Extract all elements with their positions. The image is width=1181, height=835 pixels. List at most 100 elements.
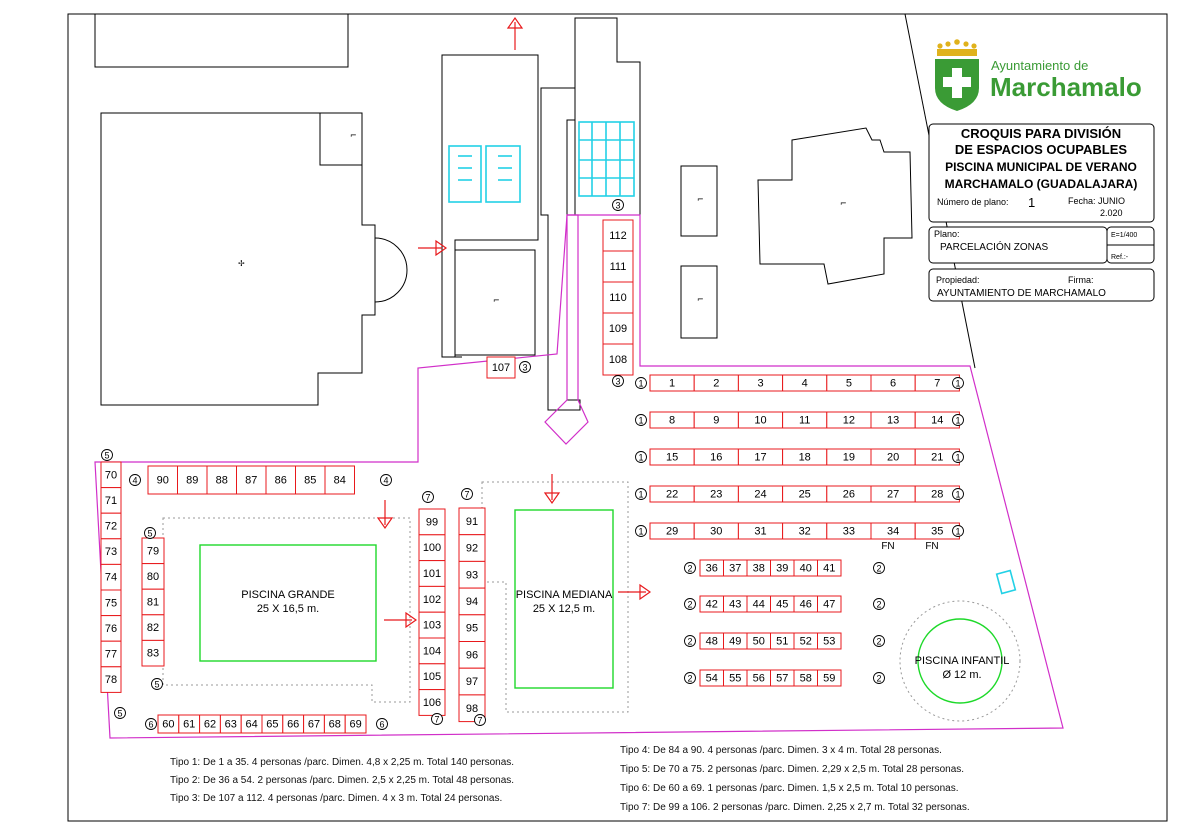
parcel-plot[interactable]: 32 <box>782 522 828 540</box>
parcel-plot[interactable]: 99 <box>418 508 446 536</box>
parcel-plot[interactable]: 111 <box>602 250 634 283</box>
parcel-plot[interactable]: 5 <box>826 374 872 392</box>
parcel-plot[interactable]: 24 <box>737 485 784 503</box>
parcel-plot[interactable]: 20 <box>870 448 916 466</box>
parcel-plot[interactable]: 49 <box>723 632 748 650</box>
parcel-plot[interactable]: 27 <box>870 485 916 503</box>
parcel-plot[interactable]: 102 <box>418 585 446 613</box>
parcel-plot[interactable]: 92 <box>458 534 486 562</box>
parcel-plot[interactable]: 22 <box>649 485 695 503</box>
parcel-plot[interactable]: 54 <box>699 669 724 687</box>
parcel-plot[interactable]: 112 <box>602 219 634 252</box>
parcel-plot[interactable]: 8 <box>649 411 695 429</box>
parcel-plot[interactable]: 47 <box>817 595 842 613</box>
parcel-plot[interactable]: 53 <box>817 632 842 650</box>
parcel-plot[interactable]: 39 <box>770 559 795 577</box>
parcel-plot[interactable]: 57 <box>770 669 795 687</box>
parcel-plot[interactable]: 93 <box>458 560 486 589</box>
parcel-plot[interactable]: 10 <box>737 411 784 429</box>
parcel-plot[interactable]: 11 <box>782 411 828 429</box>
parcel-plot[interactable]: 83 <box>141 639 165 667</box>
parcel-plot[interactable]: 109 <box>602 312 634 345</box>
parcel-plot[interactable]: 56 <box>746 669 771 687</box>
parcel-plot[interactable]: 26 <box>826 485 872 503</box>
parcel-plot[interactable]: 42 <box>699 595 724 613</box>
parcel-plot[interactable]: 34 <box>870 522 916 540</box>
parcel-plot[interactable]: 96 <box>458 641 486 669</box>
parcel-plot[interactable]: 28 <box>914 485 960 503</box>
parcel-plot[interactable]: 72 <box>100 512 122 540</box>
parcel-plot[interactable]: 52 <box>793 632 818 650</box>
parcel-plot[interactable]: 46 <box>793 595 818 613</box>
parcel-plot[interactable]: 87 <box>236 465 267 495</box>
parcel-plot[interactable]: 6 <box>870 374 916 392</box>
parcel-plot[interactable]: 14 <box>914 411 960 429</box>
parcel-plot[interactable]: 18 <box>782 448 828 466</box>
parcel-plot[interactable]: 77 <box>100 640 122 668</box>
parcel-plot[interactable]: 95 <box>458 614 486 642</box>
parcel-plot[interactable]: 17 <box>737 448 784 466</box>
parcel-plot[interactable]: 21 <box>914 448 960 466</box>
parcel-plot[interactable]: 12 <box>826 411 872 429</box>
parcel-plot[interactable]: 41 <box>817 559 842 577</box>
parcel-plot[interactable]: 81 <box>141 588 165 616</box>
parcel-plot[interactable]: 38 <box>746 559 771 577</box>
parcel-plot[interactable]: 45 <box>770 595 795 613</box>
parcel-plot[interactable]: 55 <box>723 669 748 687</box>
parcel-plot[interactable]: 66 <box>282 714 305 734</box>
parcel-plot[interactable]: 106 <box>418 689 446 716</box>
parcel-plot[interactable]: 2 <box>693 374 739 392</box>
parcel-plot[interactable]: 101 <box>418 560 446 587</box>
parcel-plot[interactable]: 76 <box>100 615 122 642</box>
parcel-plot[interactable]: 85 <box>295 465 326 495</box>
parcel-plot[interactable]: 15 <box>649 448 695 466</box>
parcel-plot[interactable]: 58 <box>793 669 818 687</box>
parcel-plot[interactable]: 16 <box>693 448 739 466</box>
parcel-plot[interactable]: 84 <box>324 465 355 495</box>
parcel-plot[interactable]: 79 <box>141 537 165 565</box>
parcel-plot[interactable]: 108 <box>602 343 634 376</box>
parcel-plot[interactable]: 86 <box>265 465 296 495</box>
parcel-plot[interactable]: 35 <box>914 522 960 540</box>
parcel-plot[interactable]: 97 <box>458 667 486 696</box>
parcel-plot[interactable]: 89 <box>177 465 208 495</box>
parcel-plot[interactable]: 25 <box>782 485 828 503</box>
parcel-plot[interactable]: 105 <box>418 663 446 691</box>
parcel-plot[interactable]: 103 <box>418 611 446 639</box>
parcel-plot[interactable]: 30 <box>693 522 739 540</box>
parcel-plot[interactable]: 48 <box>699 632 724 650</box>
parcel-plot[interactable]: 43 <box>723 595 748 613</box>
parcel-plot[interactable]: 23 <box>693 485 739 503</box>
parcel-plot[interactable]: 50 <box>746 632 771 650</box>
parcel-plot[interactable]: 70 <box>100 461 122 489</box>
parcel-plot[interactable]: 69 <box>344 714 367 734</box>
parcel-plot[interactable]: 94 <box>458 587 486 616</box>
parcel-plot[interactable]: 78 <box>100 666 122 693</box>
parcel-plot[interactable]: 31 <box>737 522 784 540</box>
parcel-plot[interactable]: 80 <box>141 563 165 590</box>
parcel-plot[interactable]: 36 <box>699 559 724 577</box>
parcel-plot[interactable]: 40 <box>793 559 818 577</box>
parcel-plot[interactable]: 88 <box>206 465 237 495</box>
parcel-plot[interactable]: 51 <box>770 632 795 650</box>
parcel-plot[interactable]: 29 <box>649 522 695 540</box>
parcel-plot[interactable]: 91 <box>458 507 486 536</box>
parcel-plot[interactable]: 60 <box>157 714 180 734</box>
parcel-plot[interactable]: 90 <box>147 465 178 495</box>
parcel-plot[interactable]: 64 <box>240 714 263 734</box>
parcel-plot[interactable]: 110 <box>602 281 634 314</box>
parcel-plot[interactable]: 65 <box>261 714 284 734</box>
parcel-plot[interactable]: 74 <box>100 563 122 591</box>
parcel-plot[interactable]: 68 <box>323 714 346 734</box>
parcel-plot[interactable]: 104 <box>418 637 446 665</box>
parcel-plot[interactable]: 4 <box>782 374 828 392</box>
parcel-plot[interactable]: 67 <box>303 714 325 734</box>
parcel-plot[interactable]: 3 <box>737 374 784 392</box>
parcel-plot[interactable]: 13 <box>870 411 916 429</box>
parcel-plot[interactable]: 1 <box>649 374 695 392</box>
parcel-plot[interactable]: 71 <box>100 487 122 514</box>
parcel-plot[interactable]: 62 <box>199 714 221 734</box>
parcel-plot[interactable]: 61 <box>178 714 201 734</box>
parcel-plot[interactable]: 107 <box>486 356 516 379</box>
parcel-plot[interactable]: 82 <box>141 614 165 641</box>
